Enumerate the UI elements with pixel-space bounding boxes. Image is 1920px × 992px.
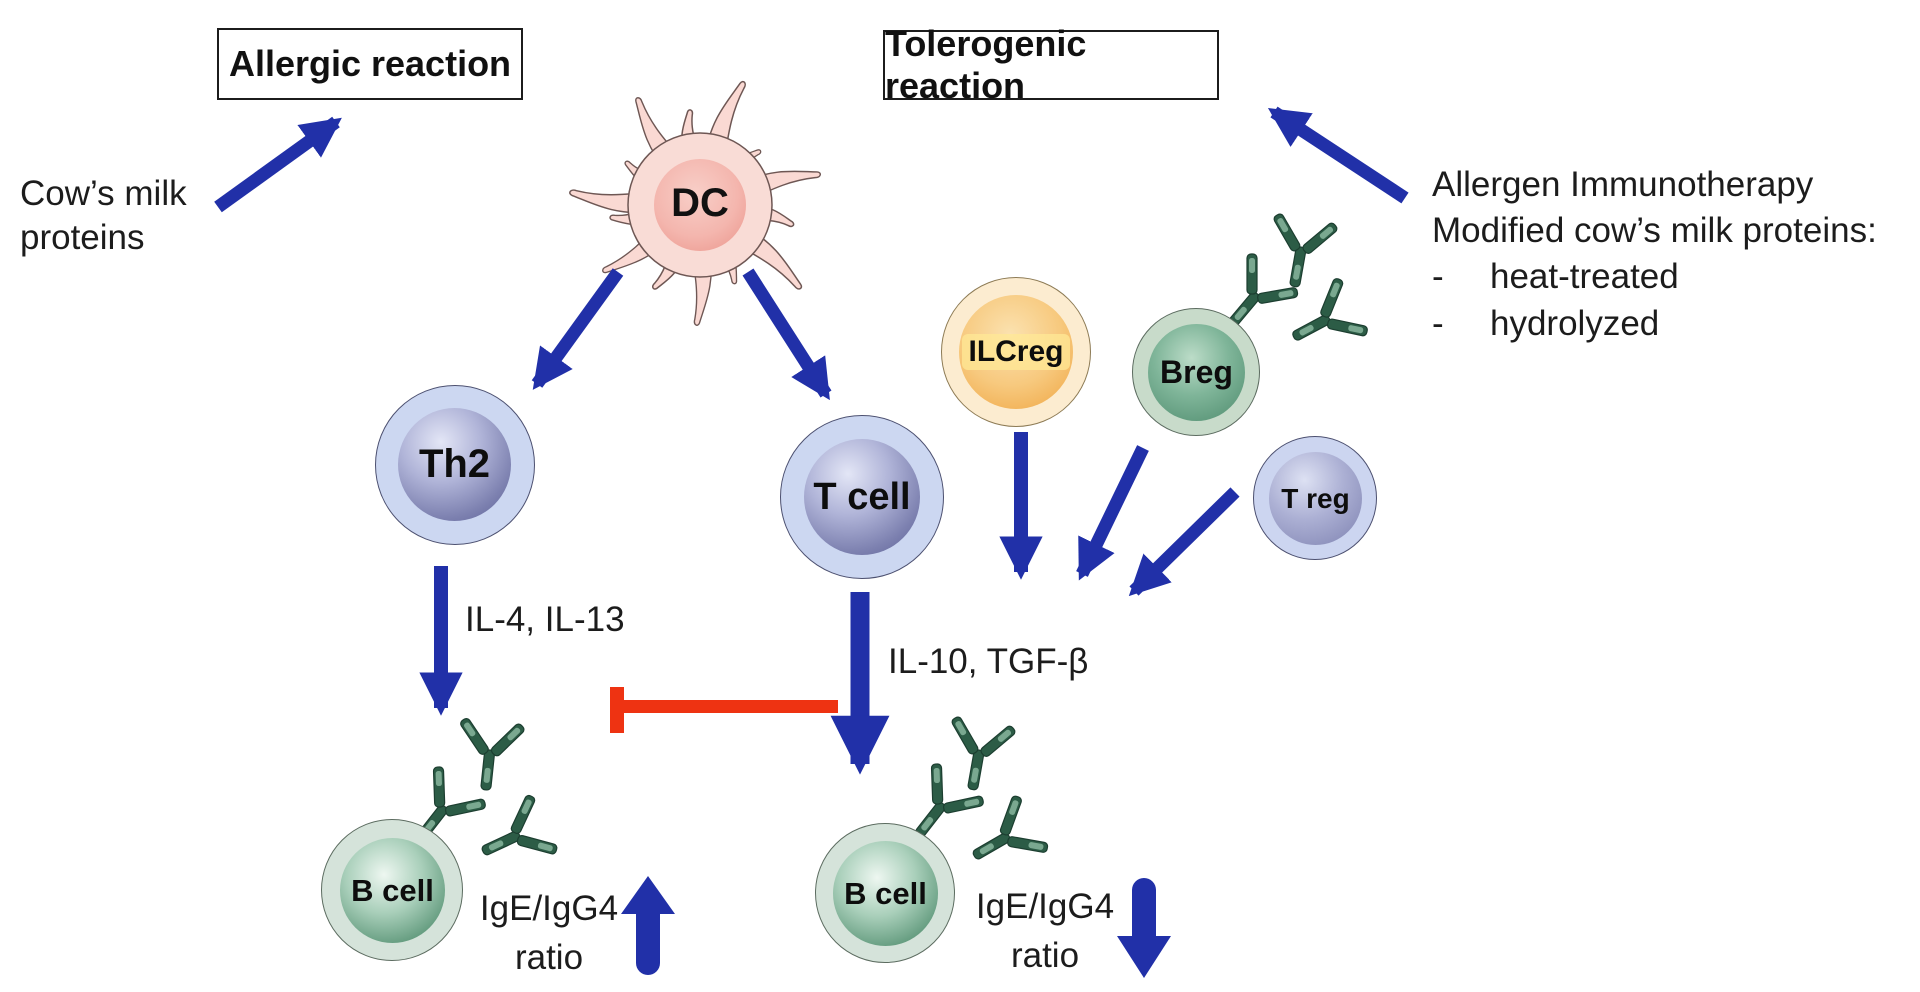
- bullet-heat-treated: - heat-treated: [1432, 257, 1679, 297]
- cow-milk-proteins-text: Cow’s milk proteins: [20, 172, 187, 260]
- arrow-dc-to-tcell: [742, 268, 832, 401]
- ratio-right-label: IgE/IgG4 ratio: [975, 887, 1115, 975]
- dc-cell-label: DC: [671, 181, 729, 225]
- th2-cell: Th2: [375, 385, 535, 545]
- inhibition-tbar: [610, 687, 838, 733]
- ratio-up-arrow-icon: [621, 876, 675, 975]
- ilcreg-label: ILCreg: [962, 334, 1070, 370]
- bullet-hydrolyzed: - hydrolyzed: [1432, 303, 1660, 343]
- allergic-reaction-header: Allergic reaction: [217, 28, 523, 100]
- immunotherapy-line2: Modified cow’s milk proteins:: [1432, 211, 1877, 251]
- bcell-left-label: B cell: [351, 872, 434, 908]
- arrow-treg-down: [1128, 487, 1240, 597]
- tcell-label: T cell: [813, 475, 911, 518]
- arrow-immunotherapy-to-tolerogenic: [1267, 106, 1409, 204]
- tolerogenic-reaction-label: Tolerogenic reaction: [885, 23, 1087, 106]
- antibody-icon: [451, 715, 527, 794]
- breg-label: Breg: [1160, 354, 1233, 390]
- cow-milk-line2: proteins: [20, 218, 145, 258]
- antibody-icon: [938, 713, 1019, 796]
- ratio-down-arrow-icon: [1117, 878, 1171, 978]
- treg-label: T reg: [1281, 482, 1350, 514]
- antibody-icon: [1260, 210, 1341, 293]
- arrow-dc-to-th2: [531, 268, 624, 390]
- bcell-right-label: B cell: [844, 875, 927, 911]
- arrow-cowmilk-to-allergic: [214, 116, 342, 213]
- bcell-left-cell: B cell: [321, 819, 463, 961]
- th2-label: Th2: [418, 442, 491, 486]
- ilcreg-cell: ILCreg: [941, 277, 1091, 427]
- tcell-cell: T cell: [780, 415, 944, 579]
- cytokine-tolerogenic-label: IL-10, TGF-β: [888, 642, 1089, 681]
- immunotherapy-line1: Allergen Immunotherapy: [1432, 165, 1814, 204]
- ratio-left-label: IgE/IgG4 ratio: [479, 889, 619, 977]
- cytokine-allergic-label: IL-4, IL-13: [465, 600, 625, 639]
- dendritic-cell-icon: [568, 76, 822, 327]
- arrow-breg-down: [1076, 445, 1149, 581]
- cow-milk-line1: Cow’s milk: [20, 174, 187, 213]
- treg-cell: T reg: [1253, 436, 1377, 560]
- allergic-reaction-label: Allergic reaction: [228, 43, 512, 84]
- immunotherapy-text: Allergen Immunotherapy Modified cow’s mi…: [1432, 162, 1877, 347]
- breg-cell: Breg: [1132, 308, 1260, 436]
- bcell-right-cell: B cell: [815, 823, 955, 963]
- tolerogenic-reaction-header: Tolerogenic reaction: [883, 23, 1219, 106]
